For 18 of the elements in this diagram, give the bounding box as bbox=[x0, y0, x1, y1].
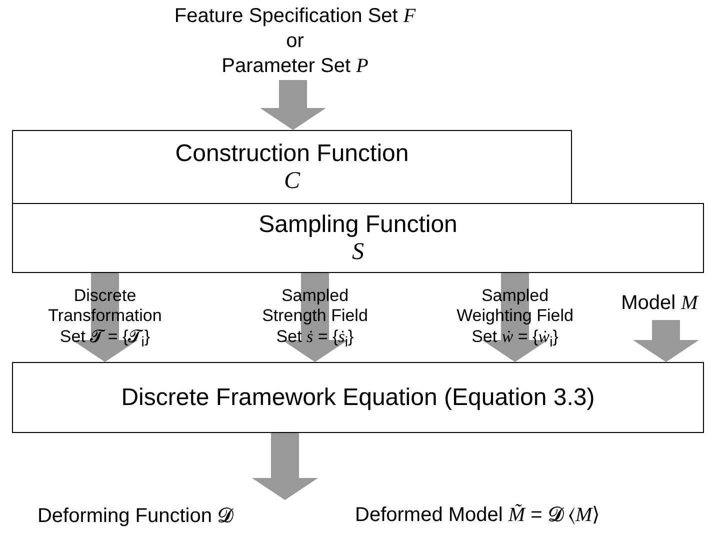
node-text: or bbox=[286, 28, 304, 54]
process-box: Discrete Framework Equation (Equation 3.3) bbox=[12, 362, 704, 433]
edge-label: Sampled Strength Field Set ṡ = {ṡ$_{i}$} bbox=[261, 286, 369, 352]
edge-label: Discrete Transformation Set 𝓣̇ = {𝓣̇$_{i}$} bbox=[47, 286, 163, 352]
block-arrow bbox=[633, 320, 699, 362]
block-arrow bbox=[482, 273, 548, 362]
process-box: Construction Function C bbox=[12, 130, 572, 204]
node-text: Deforming Function 𝓓 bbox=[37, 504, 233, 528]
edge-label: Sampled Weighting Field Set ẇ = {ẇ$_{i}$} bbox=[456, 286, 574, 352]
block-arrow bbox=[282, 273, 348, 362]
process-box: Sampling Function S bbox=[12, 203, 704, 273]
block-arrow bbox=[72, 273, 138, 362]
block-arrow bbox=[260, 80, 326, 130]
block-arrow bbox=[252, 433, 318, 500]
node-text: Feature Specification Set F bbox=[174, 4, 416, 28]
text-label: Deformed Model M̃ = 𝓓 ⟨M⟩ bbox=[355, 503, 600, 527]
node-text: Parameter Set P bbox=[222, 54, 368, 78]
node-text: Model M bbox=[621, 290, 698, 316]
